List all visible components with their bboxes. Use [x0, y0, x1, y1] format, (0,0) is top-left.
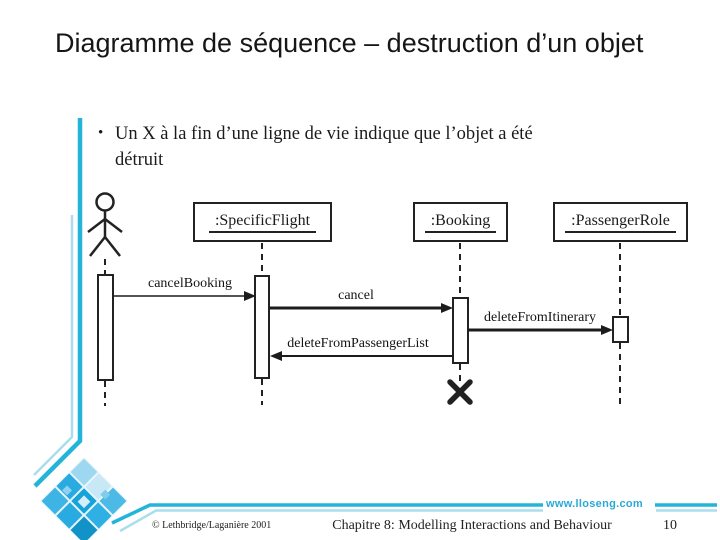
message-label-deletefrompassengerlist: deleteFromPassengerList	[287, 336, 429, 351]
activation-actor	[97, 274, 114, 381]
activation-specificflight	[254, 275, 270, 379]
template-accent-lines	[33, 118, 717, 533]
bullet-marker: •	[98, 125, 104, 141]
message-label-deletefromitinerary: deleteFromItinerary	[484, 310, 596, 325]
activation-booking	[452, 297, 469, 364]
footer-chapter-title: Chapitre 8: Modelling Interactions and B…	[332, 518, 612, 533]
object-label: :SpecificFlight	[208, 212, 317, 233]
object-box-booking: :Booking	[413, 202, 508, 242]
object-box-passengerrole: :PassengerRole	[553, 202, 688, 242]
bullet-text: Un X à la fin d’une ligne de vie indique…	[115, 121, 533, 173]
actor-icon	[87, 192, 123, 257]
object-box-specificflight: :SpecificFlight	[193, 202, 332, 242]
logo-diamond	[40, 457, 128, 540]
footer-page-number: 10	[663, 518, 677, 533]
message-label-cancel: cancel	[338, 288, 374, 303]
website-link[interactable]: www.lloseng.com	[546, 498, 643, 510]
bullet-line-2: détruit	[115, 150, 164, 170]
bullet-item: • Un X à la fin d’une ligne de vie indiq…	[98, 121, 704, 173]
message-label-cancelbooking: cancelBooking	[148, 276, 232, 291]
activation-passengerrole	[612, 316, 629, 343]
object-label: :PassengerRole	[565, 212, 676, 233]
footer-copyright: © Lethbridge/Laganière 2001	[152, 520, 272, 531]
slide-title: Diagramme de séquence – destruction d’un…	[55, 28, 644, 58]
bullet-line-1: Un X à la fin d’une ligne de vie indique…	[115, 124, 533, 144]
destruction-x-icon	[447, 379, 473, 405]
object-label: :Booking	[424, 212, 497, 233]
